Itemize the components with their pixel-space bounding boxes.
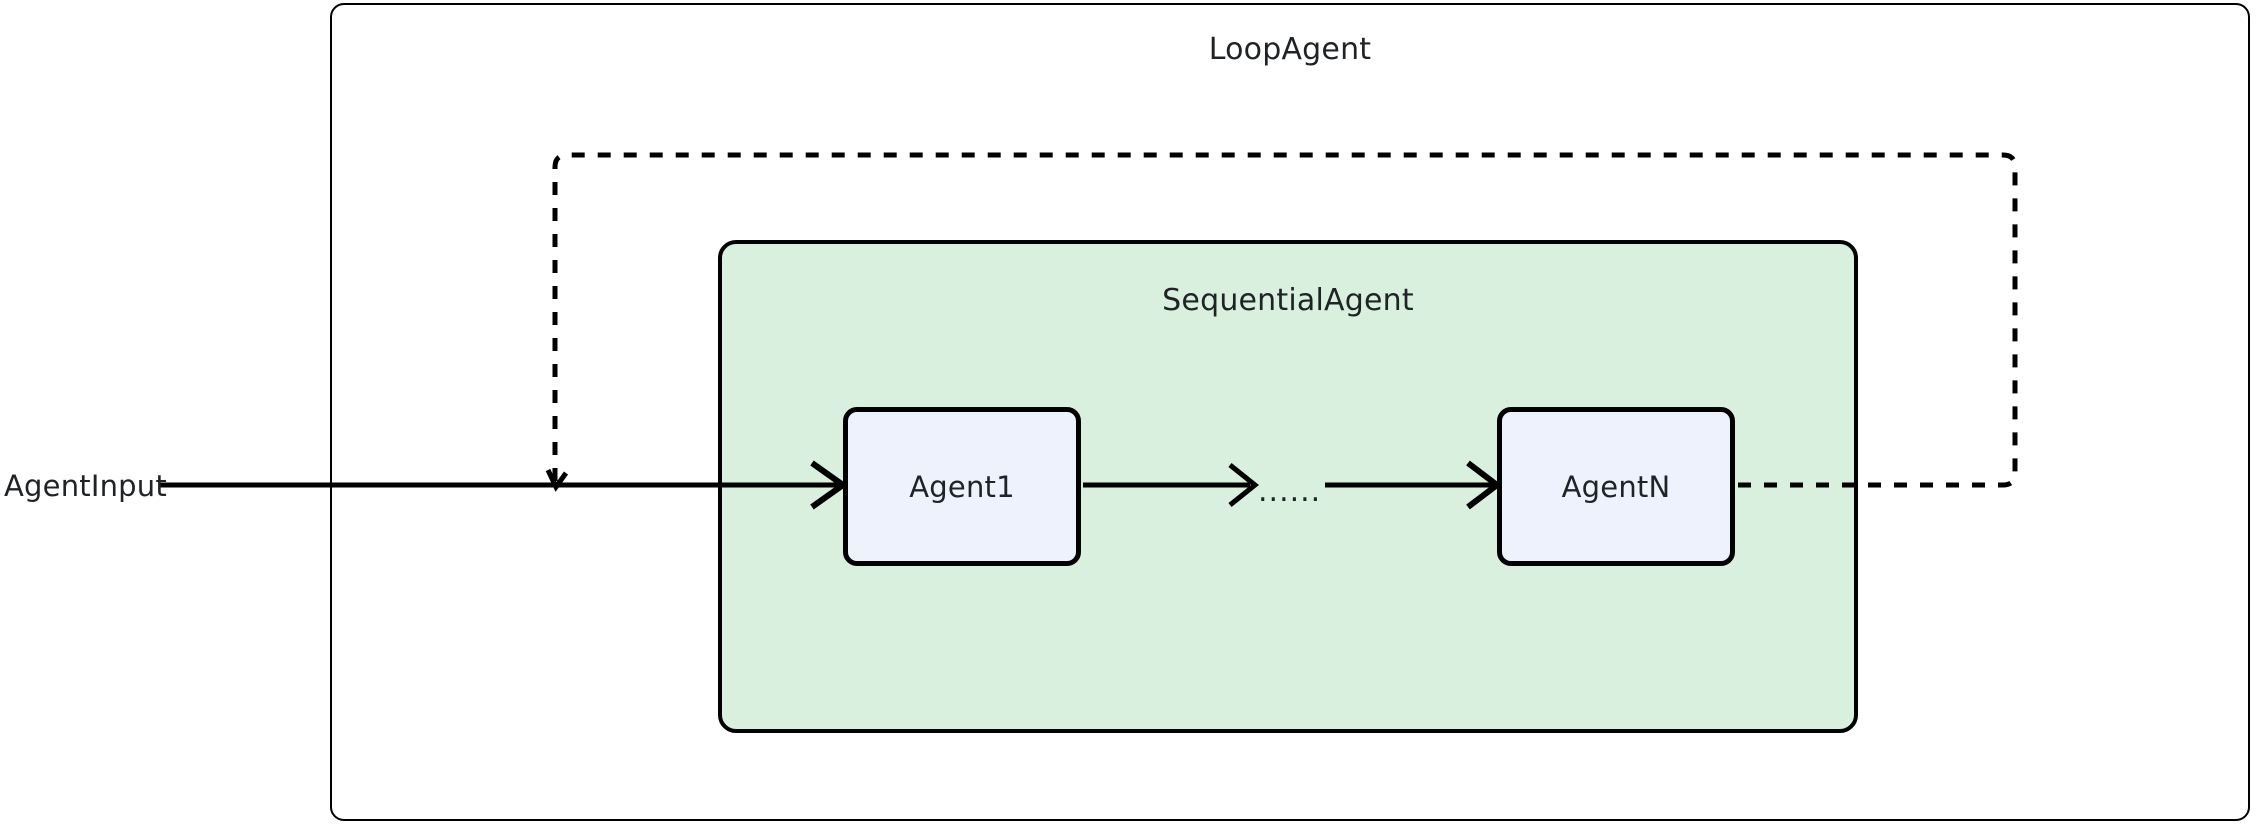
agent-node-label: AgentN [1561,469,1671,504]
ellipsis-continuation-label: ...... [1258,474,1322,509]
sequential-agent-label: SequentialAgent [1162,283,1414,318]
loop-agent-container [330,3,2250,821]
agent-node-agentn[interactable]: AgentN [1497,407,1735,566]
agent-input-label: AgentInput [4,469,167,503]
agent-node-label: Agent1 [909,469,1015,504]
loop-agent-label: LoopAgent [1208,32,1372,67]
agent-node-agent1[interactable]: Agent1 [843,407,1081,566]
